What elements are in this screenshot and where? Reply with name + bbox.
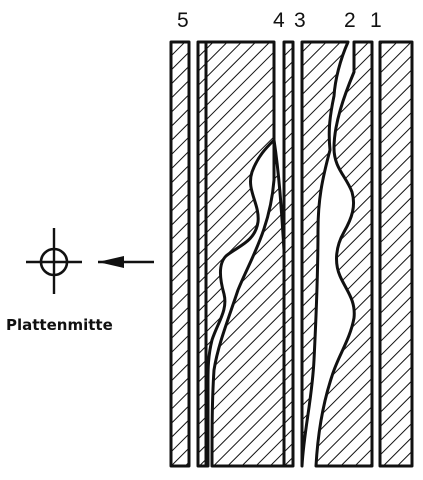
caption-plattenmitte: Plattenmitte bbox=[6, 316, 113, 334]
label-layer-5: 5 bbox=[177, 9, 189, 32]
plattenmitte-symbol bbox=[26, 228, 82, 294]
layer-5-strip bbox=[169, 40, 191, 468]
arrow-left-icon bbox=[98, 256, 154, 268]
label-layer-1: 1 bbox=[370, 9, 382, 32]
layer-wavy-region-left bbox=[204, 40, 276, 468]
label-layer-4: 4 bbox=[273, 9, 285, 32]
layer-2-region bbox=[314, 40, 374, 468]
layer-3-region bbox=[300, 40, 350, 468]
layer-wavy-region-center bbox=[210, 138, 286, 468]
layer-1-strip bbox=[378, 40, 414, 468]
label-layer-3: 3 bbox=[294, 9, 306, 32]
label-layer-2: 2 bbox=[344, 9, 356, 32]
